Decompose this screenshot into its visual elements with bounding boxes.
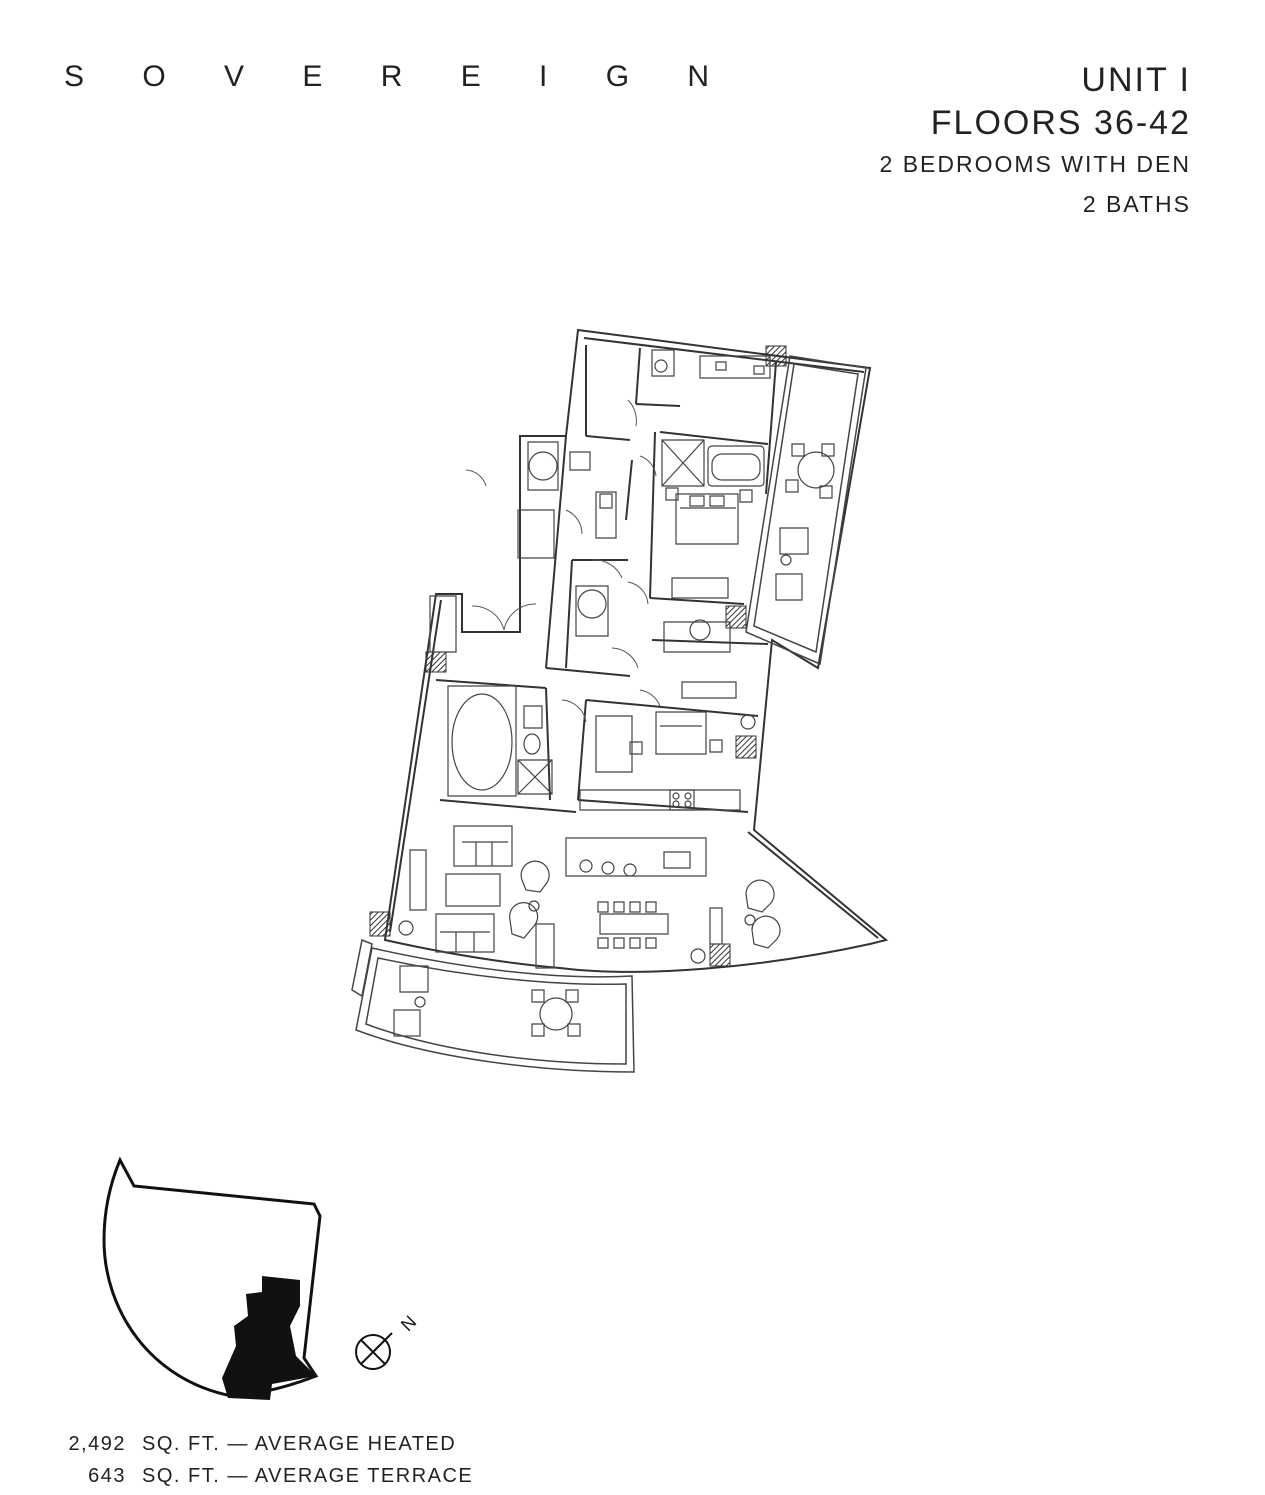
area-terrace-label: SQ. FT. — AVERAGE TERRACE — [142, 1465, 474, 1487]
unit-floors: FLOORS 36-42 — [930, 104, 1191, 142]
bedroom-furniture — [596, 488, 752, 772]
fixtures — [430, 350, 770, 796]
area-row-terrace: 643 SQ. FT. — AVERAGE TERRACE — [64, 1460, 473, 1492]
area-terrace-value: 643 — [88, 1465, 126, 1487]
kitchen — [566, 790, 740, 876]
site-key-plan — [104, 1160, 320, 1400]
unit-info: UNIT I FLOORS 36-42 2 BEDROOMS WITH DEN … — [880, 58, 1191, 224]
north-label: N — [397, 1312, 420, 1335]
lower-terrace — [352, 940, 634, 1072]
unit-baths: 2 BATHS — [1082, 191, 1191, 217]
area-heated-value: 2,492 — [68, 1433, 126, 1455]
interior-walls — [436, 345, 776, 812]
brand-wordmark: S O V E R E I G N — [64, 60, 735, 93]
terrace-furniture — [394, 444, 834, 1036]
upper-terrace — [746, 356, 866, 664]
north-compass — [356, 1333, 392, 1369]
unit-title: UNIT I — [1081, 61, 1191, 99]
area-heated-label: SQ. FT. — AVERAGE HEATED — [142, 1433, 457, 1455]
door-swings — [466, 400, 660, 722]
unit-bedrooms: 2 BEDROOMS WITH DEN — [879, 151, 1191, 177]
area-summary: 2,492 SQ. FT. — AVERAGE HEATED 643 SQ. F… — [64, 1428, 473, 1492]
living-dining-furniture — [399, 715, 780, 968]
area-row-heated: 2,492 SQ. FT. — AVERAGE HEATED — [64, 1428, 473, 1460]
